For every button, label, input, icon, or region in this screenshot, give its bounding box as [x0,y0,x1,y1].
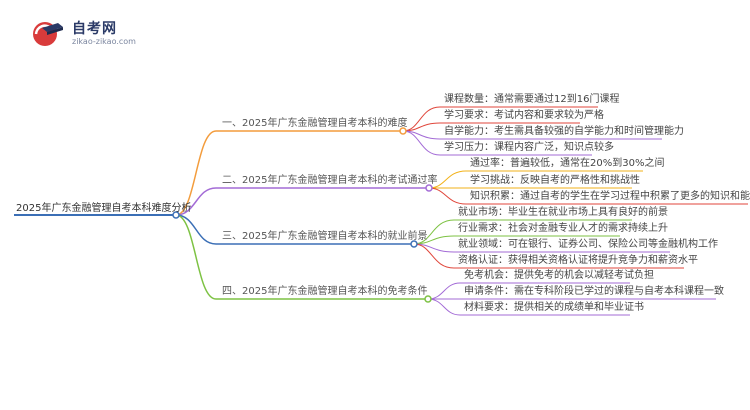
root-junction [172,211,180,219]
branch-1-junction [399,127,407,135]
leaf-1-1[interactable]: 课程数量：通常需要通过12到16门课程 [444,94,620,105]
branch-2-junction [425,184,433,192]
connector-branch-2 [175,187,217,216]
leaf-4-1[interactable]: 免考机会：提供免考的机会以减轻考试负担 [464,270,654,281]
branch-3-label[interactable]: 三、2025年广东金融管理自考本科的就业前景 [222,231,428,242]
graduation-cap-icon [33,22,63,46]
leaf-3-4[interactable]: 资格认证：获得相关资格认证将提升竞争力和薪资水平 [458,255,698,266]
leaf-4-2[interactable]: 申请条件：需在专科阶段已学过的课程与自考本科课程一致 [464,286,724,297]
leaf-1-4[interactable]: 学习压力：课程内容广泛，知识点较多 [444,142,614,153]
connector-leaf-1-4 [402,130,592,156]
leaf-2-3[interactable]: 知识积累：通过自考的学生在学习过程中积累了更多的知识和能力 [470,191,750,202]
connector-branch-4 [175,214,217,300]
leaf-4-3[interactable]: 材料要求：提供相关的成绩单和毕业证书 [464,302,644,313]
leaf-3-3[interactable]: 就业领域：可在银行、证券公司、保险公司等金融机构工作 [458,239,718,250]
connector-branch-1 [175,130,217,216]
connector-leaf-3-4 [413,243,684,269]
connector-leaf-4-3 [427,298,630,316]
connector-leaf-3-1 [413,219,632,245]
leaf-2-1[interactable]: 通过率：普遍较低，通常在20%到30%之间 [470,158,665,169]
connector-leaf-4-1 [427,282,630,300]
branch-4-label[interactable]: 四、2025年广东金融管理自考本科的免考条件 [222,286,428,297]
branch-3-junction [410,240,418,248]
brand-url: zikao-zikao.com [72,37,136,46]
branch-2-label[interactable]: 二、2025年广东金融管理自考本科的考试通过率 [222,175,438,186]
leaf-2-2[interactable]: 学习挑战：反映自考的严格性和挑战性 [470,175,640,186]
leaf-3-2[interactable]: 行业需求：社会对金融专业人才的需求持续上升 [458,223,668,234]
branch-1-label[interactable]: 一、2025年广东金融管理自考本科的难度 [222,118,408,129]
brand-logo[interactable]: 自考网 zikao-zikao.com [30,16,150,52]
branch-4-junction [424,295,432,303]
connector-leaf-1-1 [402,106,598,132]
connector-leaf-2-3 [428,187,748,205]
connector-leaf-3-2 [413,235,620,245]
root-topic[interactable]: 2025年广东金融管理自考本科难度分析 [16,203,192,214]
connector-leaf-1-2 [402,122,580,132]
connector-branch-3 [175,214,217,245]
leaf-3-1[interactable]: 就业市场：毕业生在就业市场上具有良好的前景 [458,207,668,218]
leaf-1-3[interactable]: 自学能力：考生需具备较强的自学能力和时间管理能力 [444,126,684,137]
connector-leaf-2-1 [428,170,643,189]
leaf-1-2[interactable]: 学习要求：考试内容和要求较为严格 [444,110,604,121]
brand-name: 自考网 [72,21,117,37]
